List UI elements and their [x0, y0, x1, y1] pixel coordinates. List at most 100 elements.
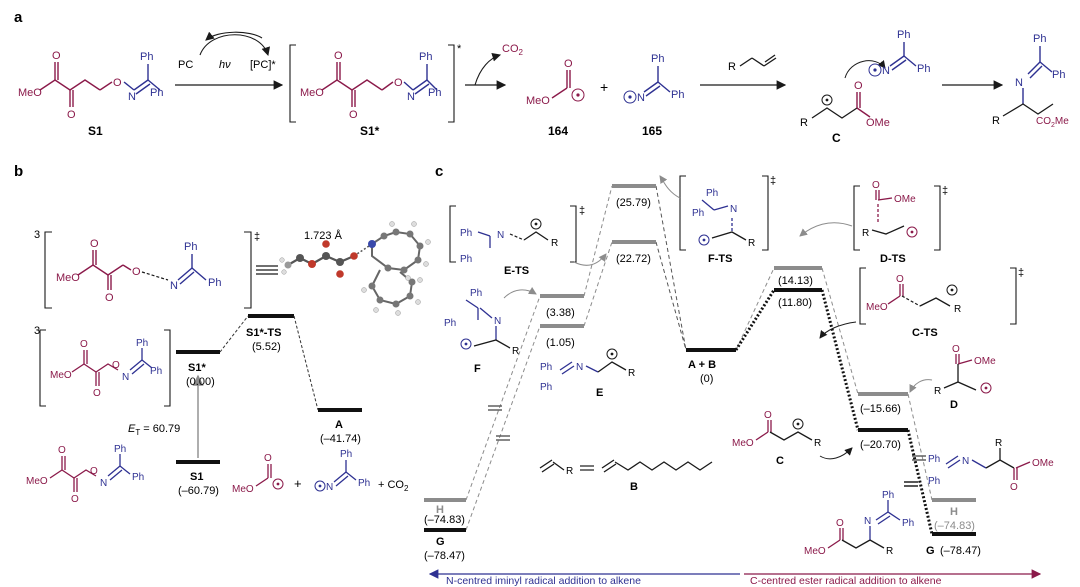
- s1ts-b-label: S1*-TS: [246, 327, 281, 339]
- g-ph2: Ph: [902, 518, 914, 529]
- co2-label: CO2: [502, 43, 524, 57]
- label-g-right: G: [926, 545, 935, 557]
- c-a-o: O: [854, 80, 863, 92]
- s1-b-label: S1: [190, 471, 203, 483]
- cts-bracket-right: [1010, 267, 1017, 325]
- f-label: F: [474, 363, 481, 375]
- axis-break-marks: [488, 405, 926, 487]
- hv-label: hν: [219, 59, 231, 71]
- cts-bracket-left: [859, 267, 866, 325]
- ball-and-stick-model: 1.723 Å: [279, 221, 431, 316]
- s1-b-meo: MeO: [26, 476, 48, 487]
- val-h-right: (–74.83): [934, 520, 975, 532]
- prod-a-ph2: Ph: [1052, 69, 1065, 81]
- b-label: B: [630, 481, 638, 493]
- molecule-dts: [871, 190, 918, 238]
- molecule-165: [623, 66, 671, 104]
- ts-b-o3: O: [132, 266, 141, 278]
- val-h-left: (–74.83): [424, 514, 465, 526]
- dts-bracket-left: [853, 185, 860, 251]
- s1star-o3: O: [394, 77, 403, 89]
- molecule-c-panel-c: [755, 418, 813, 441]
- fts-ph2: Ph: [692, 208, 704, 219]
- a-b-val: (–41.74): [320, 433, 361, 445]
- s1-n: N: [128, 91, 136, 103]
- equivalence-sign: [256, 265, 278, 275]
- ts-bracket-right: [244, 231, 252, 309]
- s1star-o2: O: [349, 109, 358, 121]
- s1-ph1: Ph: [140, 51, 153, 63]
- s1star-ph1: Ph: [419, 51, 432, 63]
- s1-b-ph2: Ph: [132, 472, 144, 483]
- dts-r: R: [862, 228, 869, 239]
- val-g-left: (–78.47): [424, 550, 465, 562]
- molecule-b: [539, 459, 713, 473]
- ts-b-meo: MeO: [56, 272, 80, 284]
- s1star-bracket-left: [289, 44, 296, 123]
- c-c-r: R: [814, 438, 821, 449]
- val-c-ts: (11.80): [778, 297, 812, 309]
- molecule-c-panel-a: [811, 60, 886, 119]
- s1-b-ph1: Ph: [114, 444, 126, 455]
- ts-b-o2: O: [105, 292, 114, 304]
- s1star-triplet-3: 3: [34, 325, 40, 337]
- fts-pointer-arrow: [659, 175, 681, 199]
- c-a-r: R: [800, 117, 808, 129]
- g-o: O: [836, 518, 844, 529]
- val-g-right: (–78.47): [940, 545, 981, 557]
- d-pointer-arrow: [909, 379, 933, 393]
- ets-ph1: Ph: [460, 228, 472, 239]
- molecule-s1-ts: [77, 250, 207, 290]
- plus-a: +: [600, 79, 608, 95]
- panel-label-c: c: [435, 163, 443, 180]
- h-o: O: [1010, 482, 1018, 493]
- ets-pointer-arrow: [573, 253, 607, 266]
- s1star-meo: MeO: [300, 87, 324, 99]
- s1-ph2: Ph: [150, 87, 163, 99]
- plus-b-1: +: [294, 476, 302, 491]
- e-ph2: Ph: [540, 382, 552, 393]
- ets-bracket-right: [570, 205, 577, 263]
- c164-meo: MeO: [526, 95, 550, 107]
- ets-bracket-left: [449, 205, 456, 263]
- dts-label: D-TS: [880, 253, 906, 265]
- s1ts-b-val: (5.52): [252, 341, 281, 353]
- molecule-164: [551, 70, 585, 102]
- dts-bracket-right: [934, 185, 941, 251]
- dts-pointer-arrow: [799, 222, 853, 237]
- s1-o1: O: [52, 50, 61, 62]
- fts-bracket-right: [762, 175, 769, 251]
- energy-levels-b: [176, 314, 362, 464]
- s1star-ph2: Ph: [428, 87, 441, 99]
- val-a-plus-b: (0): [700, 373, 713, 385]
- s1star-b-label: S1*: [188, 362, 206, 374]
- e-ph1: Ph: [540, 362, 552, 373]
- c165-ph1: Ph: [651, 53, 664, 65]
- fts-ph1: Ph: [706, 188, 718, 199]
- s1-o3: O: [113, 77, 122, 89]
- s1star-b-ph2: Ph: [150, 366, 162, 377]
- molecule-d: [943, 354, 992, 394]
- val-f-ts: (22.72): [616, 253, 651, 265]
- ets-n: N: [497, 230, 504, 241]
- e-label: E: [596, 387, 603, 399]
- panel-label-b: b: [14, 163, 23, 180]
- h-ome: OMe: [1032, 458, 1054, 469]
- s1star-b-o2: O: [93, 388, 101, 399]
- e-r: R: [628, 368, 635, 379]
- f-n: N: [494, 316, 501, 327]
- c164-label: 164: [548, 124, 568, 138]
- molecule-e: [559, 348, 627, 375]
- label-h-right: H: [950, 506, 958, 518]
- prod-a-r: R: [992, 115, 1000, 127]
- s1star-b-bracket-left: [39, 329, 46, 407]
- cts-pointer-arrow: [819, 321, 857, 339]
- ts-triplet-3: 3: [34, 229, 40, 241]
- prod-b-ph1: Ph: [340, 449, 352, 460]
- cts-label: C-TS: [912, 327, 938, 339]
- ts-b-ph1: Ph: [184, 241, 197, 253]
- c-c-label: C: [776, 455, 784, 467]
- panel-label-a: a: [14, 9, 23, 26]
- molecule-ester-radical-b: [255, 464, 284, 490]
